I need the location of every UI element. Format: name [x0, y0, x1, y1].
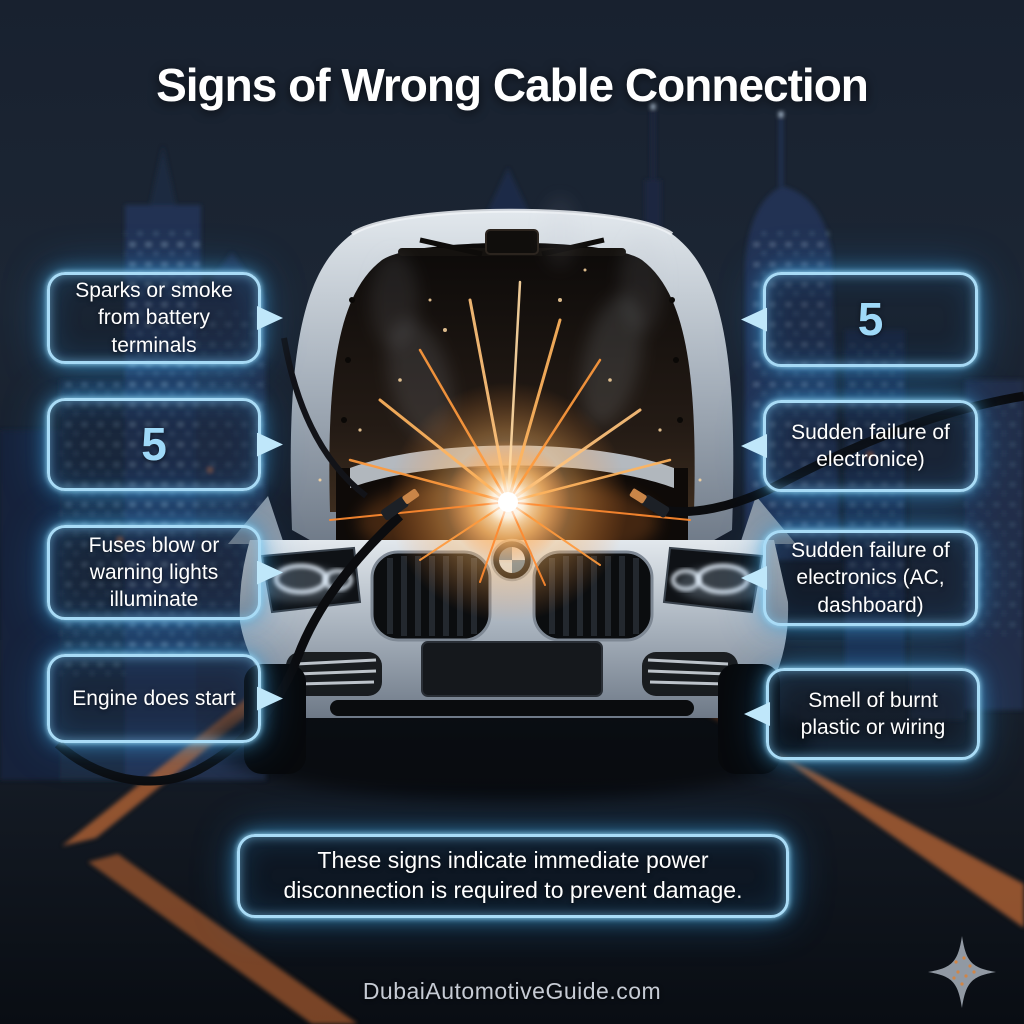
callout-number-left: 5: [47, 398, 283, 491]
watermark-text: DubaiAutomotiveGuide.com: [362, 978, 662, 1004]
footer-note-box: These signs indicate immediate power dis…: [237, 834, 789, 918]
license-plate: [421, 641, 603, 697]
jumper-cables: [54, 337, 1024, 786]
cable-clamp-right-icon: [629, 488, 670, 518]
callout-sudden-failure-electronics: Sudden failure of electronice): [741, 400, 978, 492]
callout-text: Sudden failure of electronice): [791, 420, 950, 471]
callout-text: 5: [857, 292, 884, 345]
callout-text: Sudden failure of electronics (AC, dashb…: [791, 539, 950, 617]
callout-smell-burnt: Smell of burnt plastic or wiring: [744, 668, 980, 760]
callout-text: Sparks or smoke from battery terminals: [75, 279, 233, 357]
callout-number-right: 5: [741, 272, 978, 367]
callout-text: Engine does start: [72, 686, 236, 710]
callout-sudden-failure-ac-dashboard: Sudden failure of electronics (AC, dashb…: [741, 530, 978, 626]
page-title: Signs of Wrong Cable Connection: [156, 59, 869, 111]
smoke-wisps: [370, 196, 664, 441]
footer-note-text: These signs indicate immediate power dis…: [283, 847, 743, 903]
callout-engine-start: Engine does start: [47, 654, 283, 743]
callout-sparks-smoke: Sparks or smoke from battery terminals: [47, 272, 283, 364]
sparkle-icon: [928, 936, 996, 1008]
sparks-burst: [318, 268, 702, 622]
callout-text: Fuses blow or warning lights illuminate: [88, 533, 220, 612]
callout-text: 5: [141, 417, 167, 470]
callout-text: Smell of burnt plastic or wiring: [800, 688, 946, 739]
cable-clamp-left-icon: [380, 488, 420, 521]
callout-fuses-blow: Fuses blow or warning lights illuminate: [47, 525, 283, 620]
